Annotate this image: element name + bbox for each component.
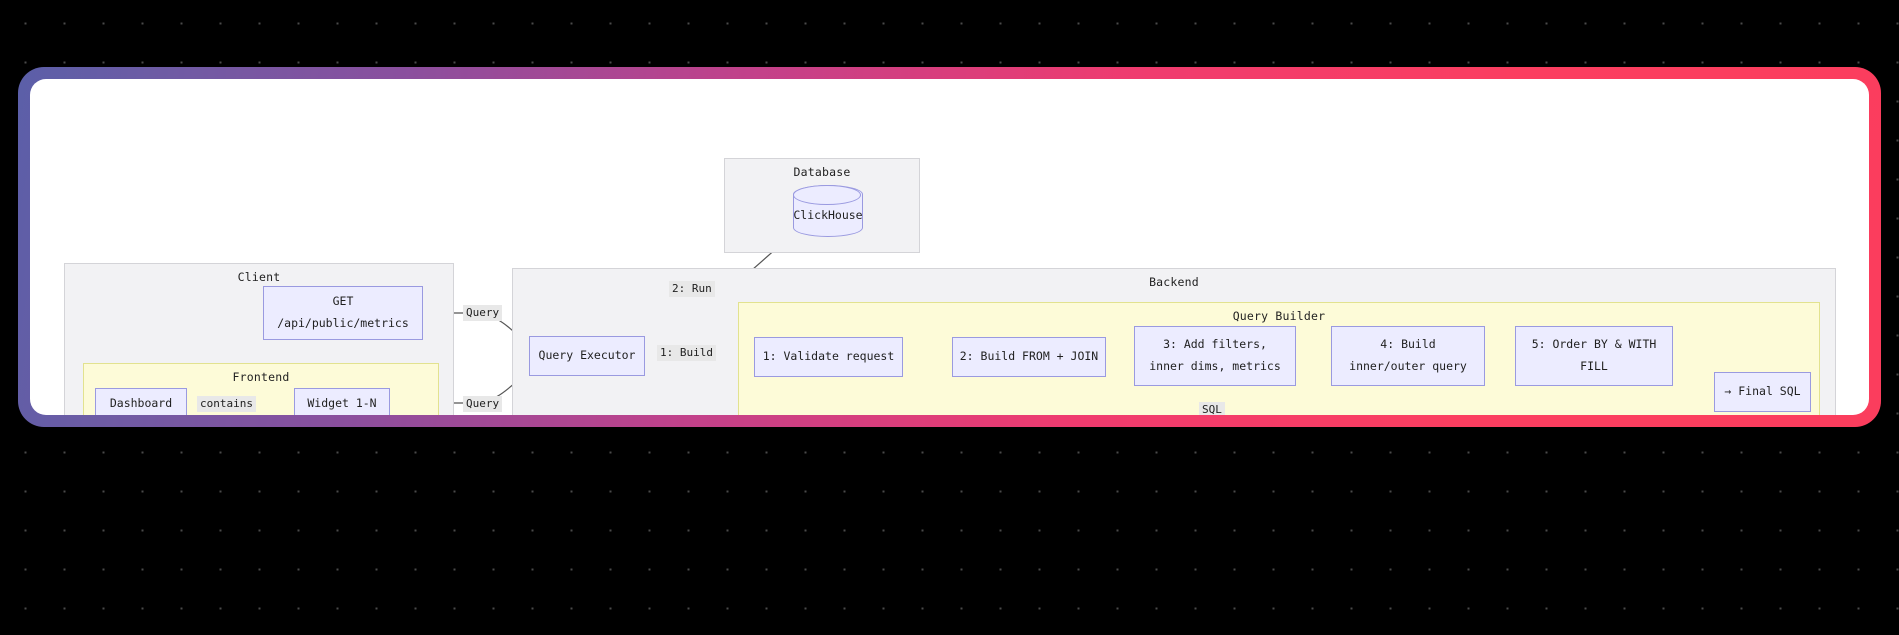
node-query-executor-label: Query Executor xyxy=(538,348,636,363)
cluster-backend-label: Backend xyxy=(1149,275,1199,289)
cluster-query-builder-label: Query Builder xyxy=(1232,309,1326,323)
node-step-3-line2: inner dims, metrics xyxy=(1149,359,1281,373)
diagram-stage: Client GET /api/public/metrics Frontend … xyxy=(30,79,1869,415)
edge-label-query-bottom: Query xyxy=(463,396,503,412)
edge-label-run: 2: Run xyxy=(669,281,715,297)
node-step-5-order-by-with-fill[interactable]: 5: Order BY & WITH FILL xyxy=(1515,326,1673,386)
database-cylinder-cap-icon xyxy=(793,185,861,205)
cluster-database-label: Database xyxy=(793,165,851,179)
node-query-executor[interactable]: Query Executor xyxy=(529,336,645,376)
node-widget-label: Widget 1-N xyxy=(307,396,377,411)
node-step-4-line2: inner/outer query xyxy=(1349,359,1467,373)
node-api-endpoint[interactable]: GET /api/public/metrics xyxy=(263,286,423,340)
node-step-2-label: 2: Build FROM + JOIN xyxy=(959,349,1099,364)
node-api-endpoint-line1: GET xyxy=(332,294,354,309)
cluster-frontend-label: Frontend xyxy=(232,370,290,384)
node-clickhouse[interactable]: ClickHouse xyxy=(793,185,863,237)
edge-label-contains: contains xyxy=(197,396,256,412)
edge-label-build: 1: Build xyxy=(657,345,716,361)
node-step-1-validate-request[interactable]: 1: Validate request xyxy=(754,337,903,377)
cluster-client-label: Client xyxy=(237,270,281,284)
edge-label-sql: SQL xyxy=(1199,402,1225,415)
edge-label-query-top: Query xyxy=(463,305,503,321)
diagram-gradient-frame: Client GET /api/public/metrics Frontend … xyxy=(18,67,1881,427)
node-dashboard[interactable]: Dashboard xyxy=(95,388,187,415)
node-step-4-line1: 4: Build xyxy=(1380,337,1436,352)
node-step-5-line1: 5: Order BY & WITH xyxy=(1531,337,1657,352)
node-final-sql[interactable]: → Final SQL xyxy=(1714,372,1811,412)
node-step-5-line2: FILL xyxy=(1580,359,1608,373)
node-widget[interactable]: Widget 1-N xyxy=(294,388,390,415)
node-final-sql-label: → Final SQL xyxy=(1724,384,1801,399)
node-step-4-build-inner-outer-query[interactable]: 4: Build inner/outer query xyxy=(1331,326,1485,386)
node-dashboard-label: Dashboard xyxy=(109,396,173,411)
node-step-2-build-from-join[interactable]: 2: Build FROM + JOIN xyxy=(952,337,1106,377)
diagram-surface: Client GET /api/public/metrics Frontend … xyxy=(30,79,1869,415)
node-clickhouse-label: ClickHouse xyxy=(793,208,863,222)
node-step-1-label: 1: Validate request xyxy=(762,349,895,364)
node-api-endpoint-line2: /api/public/metrics xyxy=(277,316,409,330)
node-step-3-line1: 3: Add filters, xyxy=(1163,337,1267,352)
node-step-3-add-filters[interactable]: 3: Add filters, inner dims, metrics xyxy=(1134,326,1296,386)
